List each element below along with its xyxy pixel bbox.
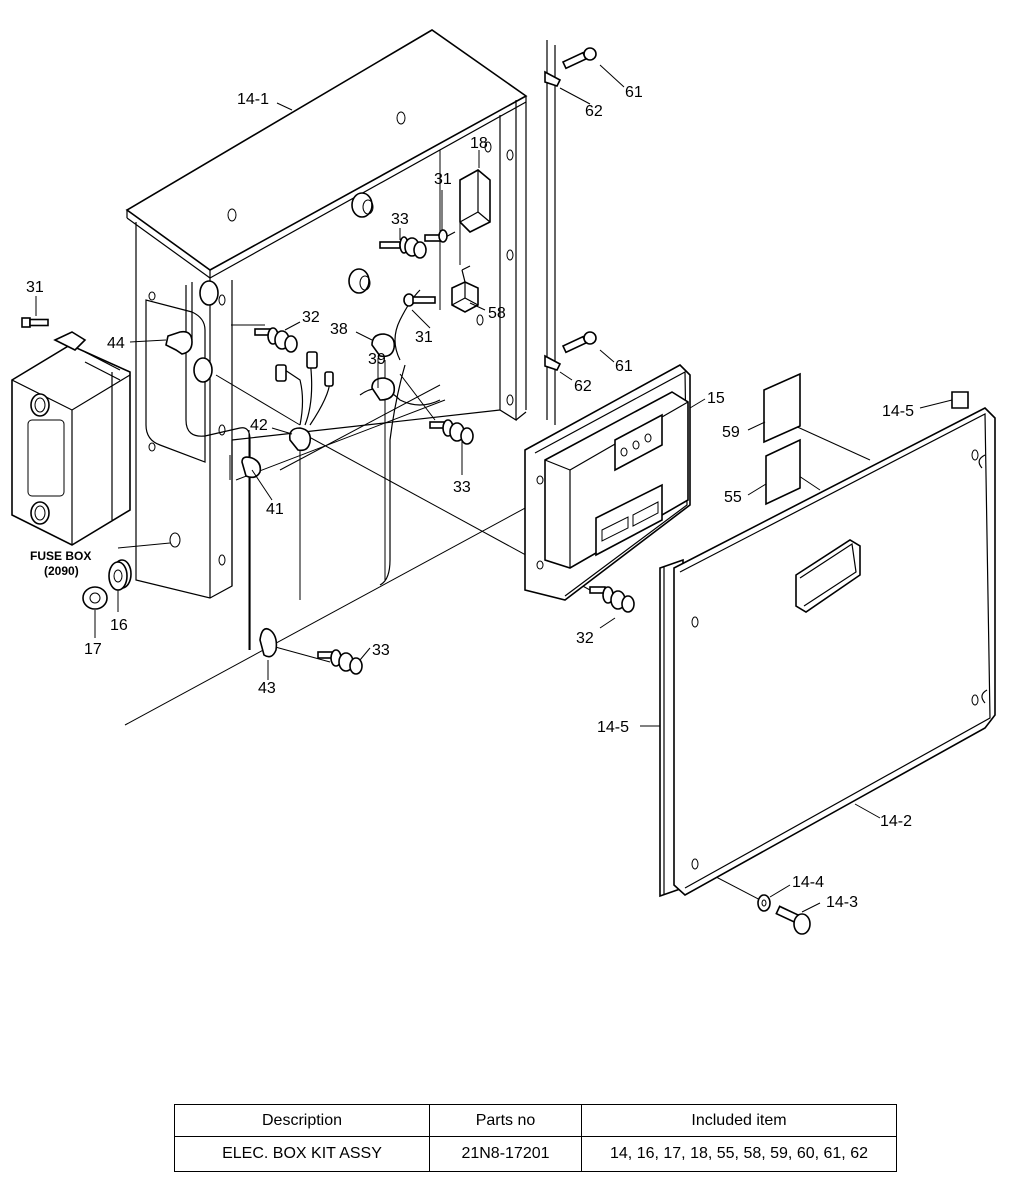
callout-32-upper: 32 xyxy=(302,309,320,326)
relay-18 xyxy=(429,169,491,241)
label-plates xyxy=(763,372,801,506)
door-14-2 xyxy=(659,391,996,898)
callout-33-right: 33 xyxy=(453,479,471,496)
relay-58 xyxy=(451,265,479,313)
callout-59: 59 xyxy=(722,424,740,441)
callout-14-4: 14-4 xyxy=(792,874,824,891)
callout-14-2: 14-2 xyxy=(880,813,912,830)
callout-labels: 14-1 18 31 31 31 33 33 33 32 32 38 39 58… xyxy=(26,84,914,911)
callout-leaders xyxy=(35,64,953,913)
callout-42: 42 xyxy=(250,417,268,434)
callout-14-5-top: 14-5 xyxy=(882,403,914,420)
callout-17: 17 xyxy=(84,641,102,658)
fuse-box xyxy=(11,331,131,546)
callout-14-5-side: 14-5 xyxy=(597,719,629,736)
callout-43: 43 xyxy=(258,680,276,697)
parts-table: Description Parts no Included item ELEC.… xyxy=(174,1104,897,1172)
table-row: ELEC. BOX KIT ASSY 21N8-17201 14, 16, 17… xyxy=(174,1136,897,1172)
wiring-harness xyxy=(185,282,441,650)
callout-41: 41 xyxy=(266,501,284,518)
callout-61-top: 61 xyxy=(625,84,643,101)
header-included-item: Included item xyxy=(581,1104,897,1137)
controller-15 xyxy=(524,364,691,601)
knob-16 xyxy=(108,559,132,591)
fuse-box-ref: (2090) xyxy=(44,564,79,578)
callout-44: 44 xyxy=(107,335,125,352)
cell-parts-no: 21N8-17201 xyxy=(429,1136,582,1172)
washer-17 xyxy=(82,586,108,610)
exploded-parts-diagram: 14-1 18 31 31 31 33 33 33 32 32 38 39 58… xyxy=(11,29,996,935)
fuse-box-label: FUSE BOX xyxy=(30,549,91,563)
callout-62-lower: 62 xyxy=(574,378,592,395)
callout-15: 15 xyxy=(707,390,725,407)
callout-18: 18 xyxy=(470,135,488,152)
callout-58: 58 xyxy=(488,305,506,322)
callout-61-lower: 61 xyxy=(615,358,633,375)
header-parts-no: Parts no xyxy=(429,1104,582,1137)
callout-33-bottom: 33 xyxy=(372,642,390,659)
cell-included-item: 14, 16, 17, 18, 55, 58, 59, 60, 61, 62 xyxy=(581,1136,897,1172)
callout-32-lower: 32 xyxy=(576,630,594,647)
callout-14-3: 14-3 xyxy=(826,894,858,911)
callout-39: 39 xyxy=(368,351,386,368)
callout-31-lower: 31 xyxy=(415,329,433,346)
electrical-box-14-1 xyxy=(125,29,528,599)
callout-55: 55 xyxy=(724,489,742,506)
callout-33-top: 33 xyxy=(391,211,409,228)
callout-16: 16 xyxy=(110,617,128,634)
callout-62-top: 62 xyxy=(585,103,603,120)
header-description: Description xyxy=(174,1104,430,1137)
bolts xyxy=(21,47,811,935)
cell-description: ELEC. BOX KIT ASSY xyxy=(174,1136,430,1172)
callout-31-left: 31 xyxy=(26,279,44,296)
table-header-row: Description Parts no Included item xyxy=(174,1104,897,1137)
callout-31-relay: 31 xyxy=(434,171,452,188)
callout-14-1: 14-1 xyxy=(237,91,269,108)
clamps xyxy=(165,330,396,658)
callout-38: 38 xyxy=(330,321,348,338)
